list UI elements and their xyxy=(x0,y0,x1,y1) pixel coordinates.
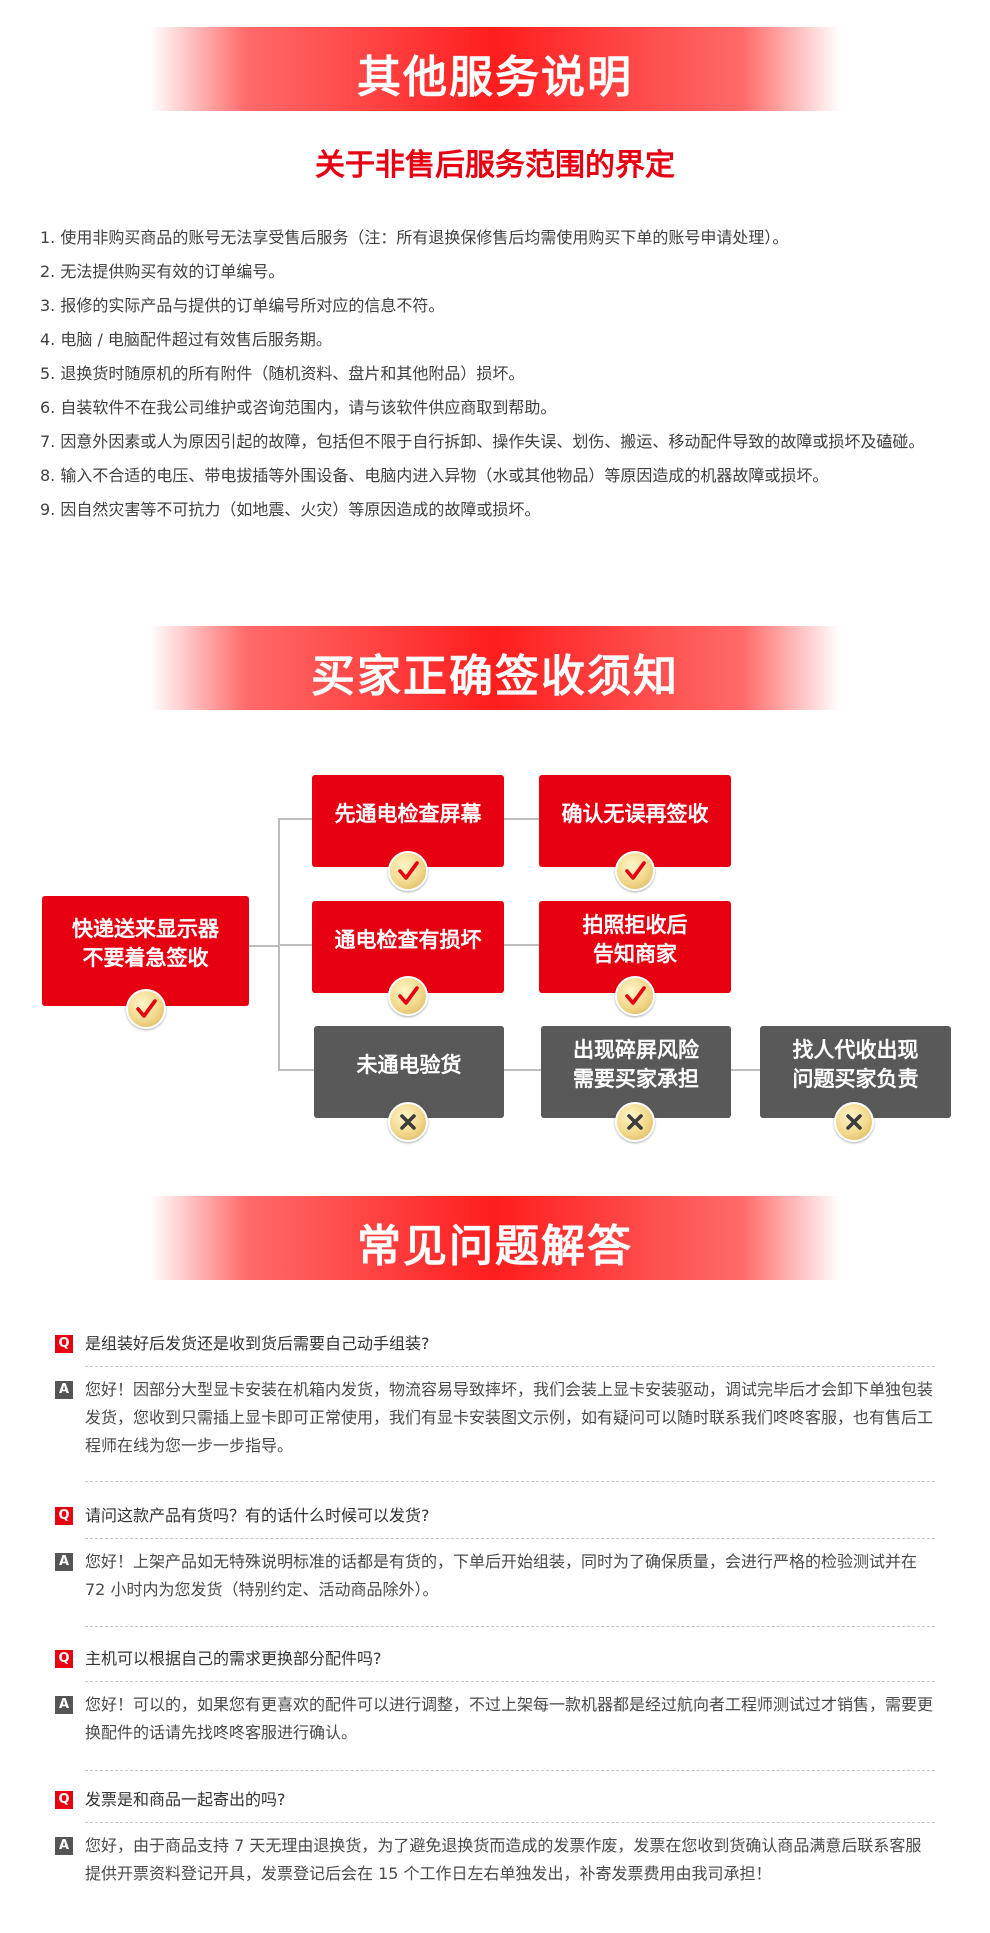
connector-line xyxy=(248,945,278,947)
question-tag: Q xyxy=(55,1335,73,1353)
answer-tag: A xyxy=(55,1381,73,1399)
check-icon xyxy=(388,851,428,891)
list-item: 6. 自装软件不在我公司维护或咨询范围内，请与该软件供应商取到帮助。 xyxy=(40,398,557,417)
faq-answer: A 您好，由于商品支持 7 天无理由退换货，为了避免退换货而造成的发票作废，发票… xyxy=(55,1832,935,1888)
list-item: 4. 电脑 / 电脑配件超过有效售后服务期。 xyxy=(40,330,332,349)
divider xyxy=(85,1681,935,1682)
flow-box-label: 拍照拒收后 告知商家 xyxy=(582,913,688,966)
section-banner: 买家正确签收须知 xyxy=(150,626,840,710)
question-tag: Q xyxy=(55,1507,73,1525)
section-banner: 其他服务说明 xyxy=(150,27,840,111)
question-text: 主机可以根据自己的需求更换部分配件吗? xyxy=(85,1649,382,1668)
answer-tag: A xyxy=(55,1837,73,1855)
flow-box-label: 未通电验货 xyxy=(356,1052,462,1077)
flow-box-label: 确认无误再签收 xyxy=(561,801,709,826)
question-text: 请问这款产品有货吗？有的话什么时候可以发货? xyxy=(85,1506,430,1525)
answer-tag: A xyxy=(55,1553,73,1571)
connector-line xyxy=(503,944,539,946)
faq-question: Q 发票是和商品一起寄出的吗? xyxy=(55,1786,935,1814)
answer-text: 您好！可以的，如果您有更喜欢的配件可以进行调整，不过上架每一款机器都是经过航向者… xyxy=(85,1695,934,1742)
answer-text: 您好！因部分大型显卡安装在机箱内发货，物流容易导致摔坏，我们会装上显卡安装驱动，… xyxy=(85,1380,934,1455)
section-title: 常见问题解答 xyxy=(357,1221,633,1272)
cross-icon xyxy=(834,1102,874,1142)
question-text: 是组装好后发货还是收到货后需要自己动手组装? xyxy=(85,1334,430,1353)
rules-list: 1. 使用非购买商品的账号无法享受售后服务（注：所有退换保修售后均需使用购买下单… xyxy=(40,221,950,527)
check-icon xyxy=(126,989,166,1029)
connector-line xyxy=(278,944,312,946)
question-tag: Q xyxy=(55,1791,73,1809)
list-item: 1. 使用非购买商品的账号无法享受售后服务（注：所有退换保修售后均需使用购买下单… xyxy=(40,228,789,247)
divider xyxy=(85,1481,935,1482)
faq-answer: A 您好！可以的，如果您有更喜欢的配件可以进行调整，不过上架每一款机器都是经过航… xyxy=(55,1691,935,1747)
list-item: 8. 输入不合适的电压、带电拔插等外围设备、电脑内进入异物（水或其他物品）等原因… xyxy=(40,466,829,485)
question-text: 发票是和商品一起寄出的吗? xyxy=(85,1790,286,1809)
divider xyxy=(85,1626,935,1627)
connector-line xyxy=(504,1069,541,1071)
section-banner: 常见问题解答 xyxy=(150,1196,840,1280)
list-item: 9. 因自然灾害等不可抗力（如地震、火灾）等原因造成的故障或损坏。 xyxy=(40,500,541,519)
section-subtitle: 关于非售后服务范围的界定 xyxy=(315,148,675,183)
flow-box-label: 快递送来显示器 不要着急签收 xyxy=(72,917,219,970)
faq-question: Q 是组装好后发货还是收到货后需要自己动手组装? xyxy=(55,1330,935,1358)
list-item: 7. 因意外因素或人为原因引起的故障，包括但不限于自行拆卸、操作失误、划伤、搬运… xyxy=(40,432,925,451)
section-title: 其他服务说明 xyxy=(357,52,633,103)
flow-start-box: 快递送来显示器 不要着急签收 xyxy=(42,896,249,1006)
list-item: 2. 无法提供购买有效的订单编号。 xyxy=(40,262,285,281)
cross-icon xyxy=(615,1102,655,1142)
answer-tag: A xyxy=(55,1696,73,1714)
section-title: 买家正确签收须知 xyxy=(311,651,679,702)
faq-answer: A 您好！上架产品如无特殊说明标准的话都是有货的，下单后开始组装，同时为了确保质… xyxy=(55,1548,935,1604)
list-item: 5. 退换货时随原机的所有附件（随机资料、盘片和其他附品）损坏。 xyxy=(40,364,525,383)
faq-question: Q 主机可以根据自己的需求更换部分配件吗? xyxy=(55,1645,935,1673)
answer-text: 您好，由于商品支持 7 天无理由退换货，为了避免退换货而造成的发票作废，发票在您… xyxy=(85,1836,922,1883)
faq-answer: A 您好！因部分大型显卡安装在机箱内发货，物流容易导致摔坏，我们会装上显卡安装驱… xyxy=(55,1376,935,1460)
faq-question: Q 请问这款产品有货吗？有的话什么时候可以发货? xyxy=(55,1502,935,1530)
flow-step-box: 确认无误再签收 xyxy=(539,775,731,867)
connector-line xyxy=(503,818,539,820)
connector-line xyxy=(278,818,312,820)
flow-box-label: 先通电检查屏幕 xyxy=(334,801,482,826)
answer-text: 您好！上架产品如无特殊说明标准的话都是有货的，下单后开始组装，同时为了确保质量，… xyxy=(85,1552,918,1599)
flow-warning-box: 出现碎屏风险 需要买家承担 xyxy=(541,1026,731,1118)
check-icon xyxy=(388,976,428,1016)
divider xyxy=(85,1822,935,1823)
question-tag: Q xyxy=(55,1650,73,1668)
divider xyxy=(85,1770,935,1771)
flow-box-label: 通电检查有损坏 xyxy=(334,927,482,952)
divider xyxy=(85,1538,935,1539)
connector-line xyxy=(731,1069,760,1071)
check-icon xyxy=(615,851,655,891)
divider xyxy=(85,1366,935,1367)
flow-warning-box: 找人代收出现 问题买家负责 xyxy=(760,1026,951,1118)
connector-line xyxy=(278,1069,314,1071)
check-icon xyxy=(615,976,655,1016)
list-item: 3. 报修的实际产品与提供的订单编号所对应的信息不符。 xyxy=(40,296,445,315)
flow-box-label: 出现碎屏风险 需要买家承担 xyxy=(573,1038,699,1091)
cross-icon xyxy=(388,1102,428,1142)
flow-box-label: 找人代收出现 问题买家负责 xyxy=(792,1038,919,1091)
